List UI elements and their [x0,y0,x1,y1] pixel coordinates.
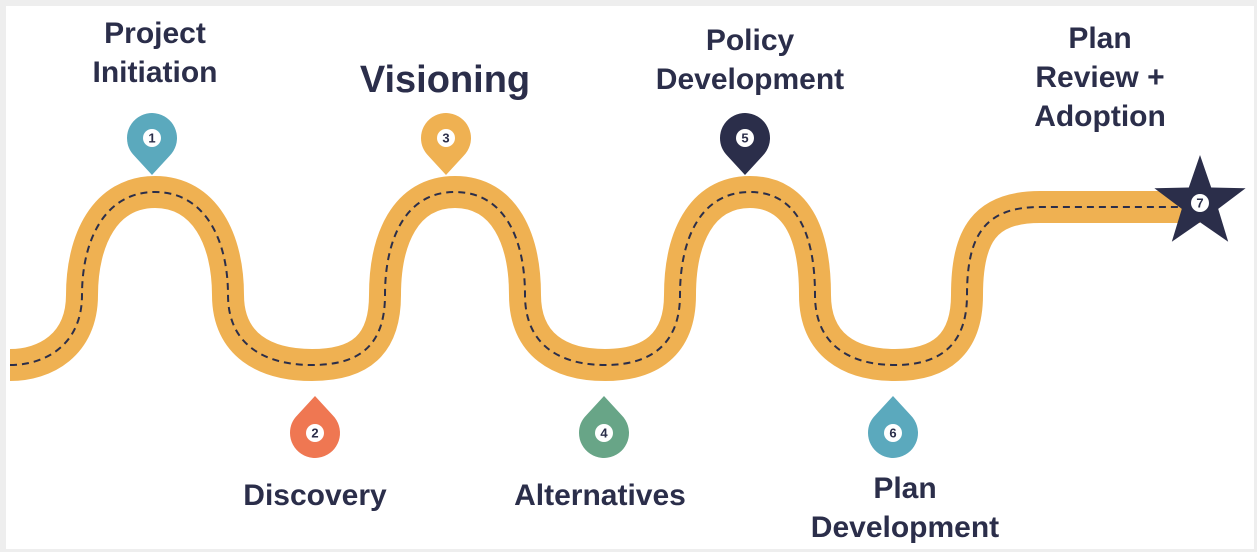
stage-1-number: 1 [148,131,155,146]
stage-5-number: 5 [741,131,748,146]
stage-4-number: 4 [600,426,608,441]
road-center-line [9,190,1190,367]
stage-7-label: Plan Review + Adoption [1034,22,1166,133]
stage-4-marker-icon: 4 [578,396,629,458]
stage-3-number: 3 [442,131,449,146]
stage-2-marker-icon: 2 [289,396,340,458]
stage-2-label: Discovery [243,479,387,512]
stage-5-label: Policy Development [655,24,845,96]
stage-4-label: Alternatives [514,479,686,512]
stage-1-marker-icon: 1 [126,113,177,175]
stage-6-label: Plan Development [810,472,1000,544]
stage-3-marker-icon: 3 [420,113,471,175]
stage-5-marker-icon: 5 [719,113,770,175]
stage-7-number: 7 [1196,196,1203,211]
stage-3-label: Visioning [359,59,531,101]
stage-1-label: Project Initiation [92,17,218,89]
stage-6-marker-icon: 6 [867,396,918,458]
stage-6-number: 6 [889,426,896,441]
stage-7-star-icon: 7 [1154,155,1246,242]
winding-road [9,175,1200,382]
stage-2-number: 2 [311,426,318,441]
